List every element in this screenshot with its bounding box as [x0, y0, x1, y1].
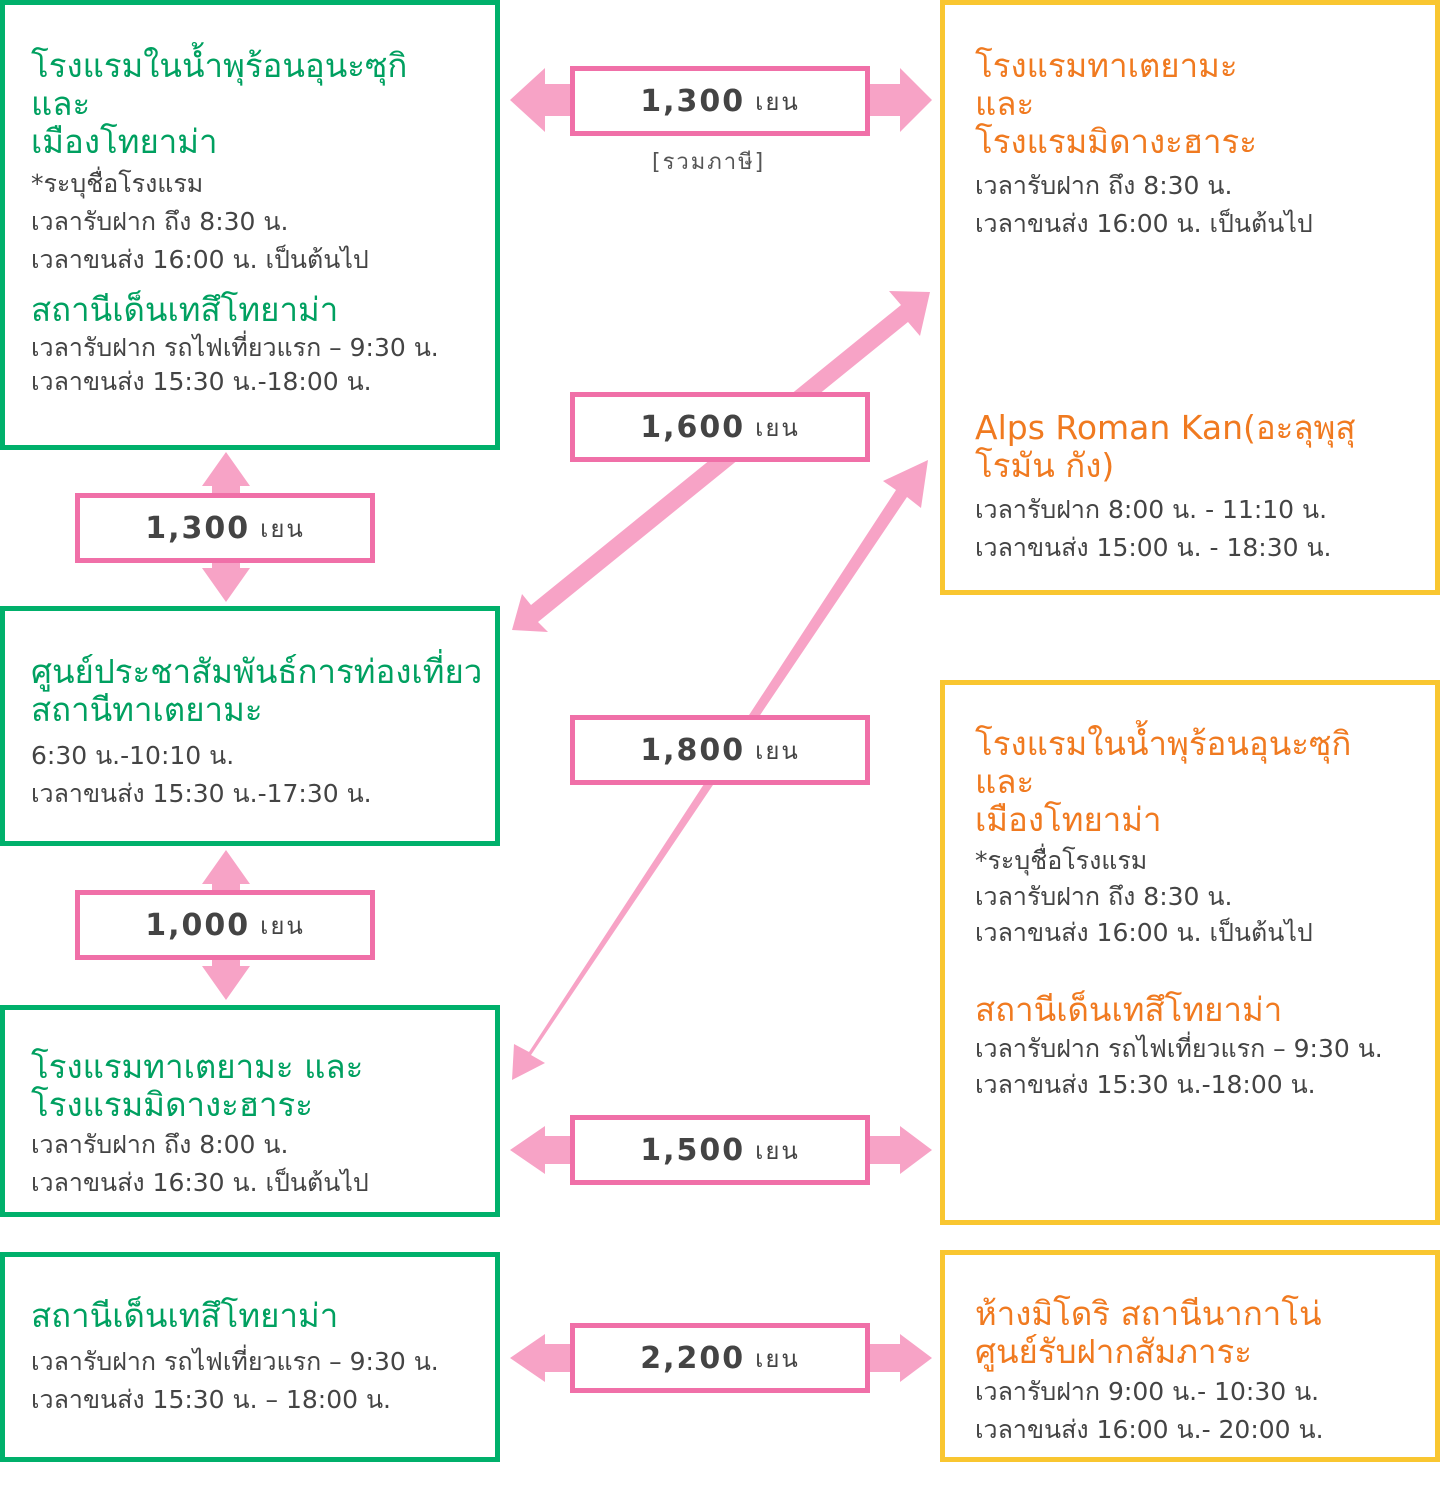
destination-dropoff-time: เวลารับฝาก ถึง 8:30 น. — [975, 171, 1233, 200]
price-unit: เยน — [755, 1136, 800, 1165]
price-unit: เยน — [260, 514, 305, 543]
destination-sub-dropoff: เวลารับฝาก รถไฟเที่ยวแรก – 9:30 น. — [975, 1034, 1383, 1063]
origin-title: ศูนย์ประชาสัมพันธ์การท่องเที่ยว สถานีทาเ… — [31, 652, 483, 729]
price-unit: เยน — [755, 736, 800, 765]
origin-delivery-time: เวลาขนส่ง 15:30 น. – 18:00 น. — [31, 1385, 391, 1414]
origin-note: *ระบุชื่อโรงแรม — [31, 169, 204, 198]
price-amount: 1,300 — [640, 83, 746, 119]
destination-sub-delivery: เวลาขนส่ง 15:30 น.-18:00 น. — [975, 1070, 1316, 1099]
origin-sub-dropoff: เวลารับฝาก รถไฟเที่ยวแรก – 9:30 น. — [31, 333, 439, 362]
price-amount: 2,200 — [640, 1340, 746, 1376]
destination-title: โรงแรมในน้ำพุร้อนอุนะซุกิ และ เมืองโทยาม… — [975, 724, 1352, 839]
destination-box-tateyama-alps: โรงแรมทาเตยามะ และ โรงแรมมิดางะฮาระ เวลา… — [940, 0, 1440, 595]
price-amount: 1,000 — [145, 907, 251, 943]
destination-delivery-time: เวลาขนส่ง 16:00 น.- 20:00 น. — [975, 1415, 1324, 1444]
destination-delivery-time: เวลาขนส่ง 16:00 น. เป็นต้นไป — [975, 209, 1313, 238]
destination-dropoff-time: เวลารับฝาก 9:00 น.- 10:30 น. — [975, 1377, 1320, 1406]
price-unit: เยน — [755, 87, 800, 116]
origin-subtitle: สถานีเด็นเทสึโทยาม่า — [31, 290, 339, 329]
price-amount: 1,300 — [145, 510, 251, 546]
tax-note: [รวมภาษี] — [652, 150, 766, 175]
price-tag-vertical-1000: 1,000 เยน — [75, 890, 375, 960]
origin-dropoff-time: เวลารับฝาก ถึง 8:00 น. — [31, 1130, 289, 1159]
destination-subtitle: สถานีเด็นเทสึโทยาม่า — [975, 990, 1283, 1029]
price-tag-top: 1,300 เยน — [570, 66, 870, 136]
destination-delivery-time: เวลาขนส่ง 16:00 น. เป็นต้นไป — [975, 918, 1313, 947]
origin-box-tateyama-station: ศูนย์ประชาสัมพันธ์การท่องเที่ยว สถานีทาเ… — [0, 606, 500, 846]
price-tag-horizontal-1500: 1,500 เยน — [570, 1115, 870, 1185]
origin-delivery-time: เวลาขนส่ง 15:30 น.-17:30 น. — [31, 779, 372, 808]
price-unit: เยน — [755, 413, 800, 442]
destination-dropoff-time: เวลารับฝาก ถึง 8:30 น. — [975, 882, 1233, 911]
destination-sub-delivery: เวลาขนส่ง 15:00 น. - 18:30 น. — [975, 533, 1332, 562]
origin-dropoff-time: 6:30 น.-10:10 น. — [31, 741, 235, 770]
origin-dropoff-time: เวลารับฝาก รถไฟเที่ยวแรก – 9:30 น. — [31, 1347, 439, 1376]
price-tag-horizontal-2200: 2,200 เยน — [570, 1323, 870, 1393]
destination-note: *ระบุชื่อโรงแรม — [975, 846, 1148, 875]
price-tag-diagonal-2: 1,800 เยน — [570, 715, 870, 785]
price-tag-diagonal-1: 1,600 เยน — [570, 392, 870, 462]
destination-box-nagano-midori: ห้างมิโดริ สถานีนากาโน่ ศูนย์รับฝากสัมภา… — [940, 1250, 1440, 1462]
origin-title: โรงแรมทาเตยามะ และ โรงแรมมิดางะฮาระ — [31, 1047, 364, 1124]
price-unit: เยน — [755, 1344, 800, 1373]
destination-box-unazuki-toyama: โรงแรมในน้ำพุร้อนอุนะซุกิ และ เมืองโทยาม… — [940, 680, 1440, 1225]
origin-delivery-time: เวลาขนส่ง 16:00 น. เป็นต้นไป — [31, 245, 369, 274]
destination-title: ห้างมิโดริ สถานีนากาโน่ ศูนย์รับฝากสัมภา… — [975, 1294, 1322, 1371]
origin-box-dentetsu-toyama: สถานีเด็นเทสึโทยาม่า เวลารับฝาก รถไฟเที่… — [0, 1252, 500, 1462]
origin-sub-delivery: เวลาขนส่ง 15:30 น.-18:00 น. — [31, 367, 372, 396]
price-amount: 1,800 — [640, 732, 746, 768]
destination-title: โรงแรมทาเตยามะ และ โรงแรมมิดางะฮาระ — [975, 46, 1257, 161]
origin-dropoff-time: เวลารับฝาก ถึง 8:30 น. — [31, 207, 289, 236]
price-unit: เยน — [260, 911, 305, 940]
destination-subtitle: Alps Roman Kan(อะลุพุสุ โรมัน กัง) — [975, 408, 1356, 485]
price-amount: 1,500 — [640, 1132, 746, 1168]
origin-title: โรงแรมในน้ำพุร้อนอุนะซุกิ และ เมืองโทยาม… — [31, 46, 408, 161]
origin-box-tateyama-midagahara-hotels: โรงแรมทาเตยามะ และ โรงแรมมิดางะฮาระ เวลา… — [0, 1005, 500, 1217]
destination-sub-dropoff: เวลารับฝาก 8:00 น. - 11:10 น. — [975, 495, 1328, 524]
price-tag-vertical-1300: 1,300 เยน — [75, 493, 375, 563]
origin-box-unazuki-toyama: โรงแรมในน้ำพุร้อนอุนะซุกิ และ เมืองโทยาม… — [0, 0, 500, 450]
price-amount: 1,600 — [640, 409, 746, 445]
origin-delivery-time: เวลาขนส่ง 16:30 น. เป็นต้นไป — [31, 1168, 369, 1197]
origin-title: สถานีเด็นเทสึโทยาม่า — [31, 1296, 339, 1335]
